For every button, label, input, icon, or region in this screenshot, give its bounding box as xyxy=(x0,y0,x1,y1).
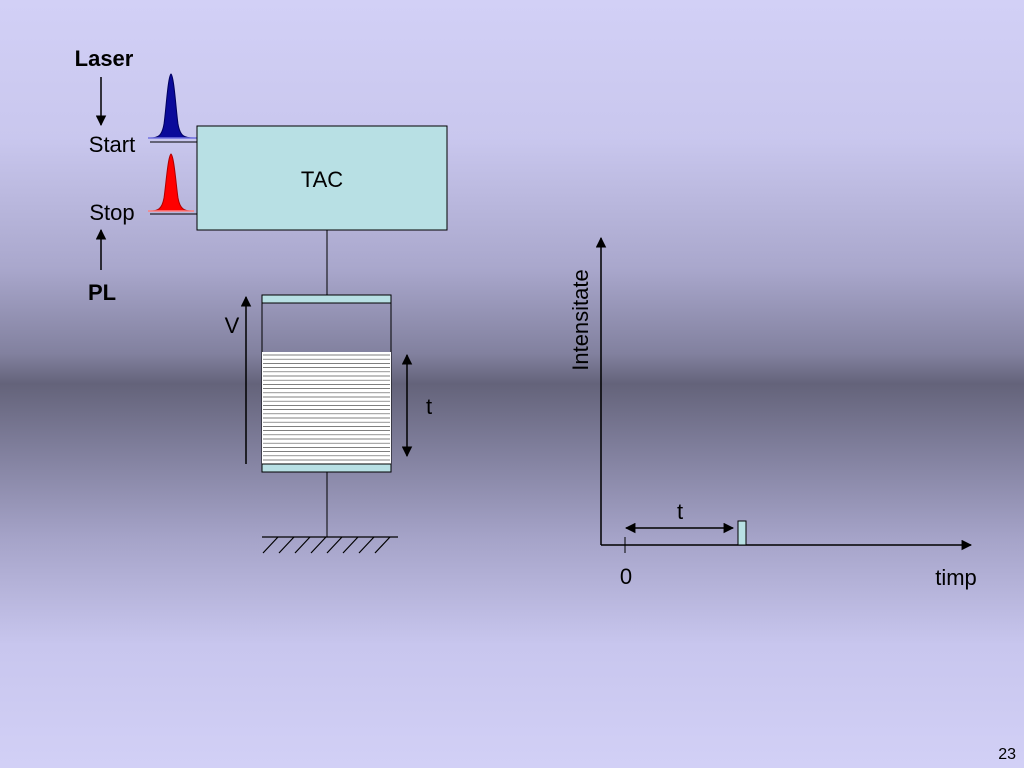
ground-hatch-line xyxy=(374,536,391,554)
ground-hatch-line xyxy=(310,536,327,554)
stop-pulse xyxy=(149,153,193,212)
histogram-bar xyxy=(737,520,747,546)
ground-hatch-line xyxy=(278,536,295,554)
capacitor-charge-lines xyxy=(263,354,390,461)
origin-label: 0 xyxy=(620,564,632,589)
y-axis-label: Intensitate xyxy=(568,269,593,371)
ground-hatch-line xyxy=(294,536,311,554)
start-pulse xyxy=(149,73,195,139)
capacitor-top-plate xyxy=(261,294,392,304)
capacitor-bottom-plate xyxy=(261,463,392,473)
capacitor-charge xyxy=(262,352,391,464)
ground-hatch-line xyxy=(358,536,375,554)
charge-time-label: t xyxy=(426,394,432,419)
tac-box xyxy=(196,125,448,231)
voltage-label: V xyxy=(225,313,240,338)
ground-hatch-line xyxy=(262,536,279,554)
laser-label: Laser xyxy=(75,46,134,71)
slide-number: 23 xyxy=(998,746,1016,763)
start-label: Start xyxy=(89,132,135,157)
tac-label: TAC xyxy=(301,167,343,192)
x-axis-label: timp xyxy=(935,565,977,590)
delay-label: t xyxy=(677,499,683,524)
ground-hatch xyxy=(262,536,391,554)
stop-label: Stop xyxy=(89,200,134,225)
ground-hatch-line xyxy=(326,536,343,554)
pl-label: PL xyxy=(88,280,116,305)
capacitor xyxy=(261,294,392,473)
ground-hatch-line xyxy=(342,536,359,554)
